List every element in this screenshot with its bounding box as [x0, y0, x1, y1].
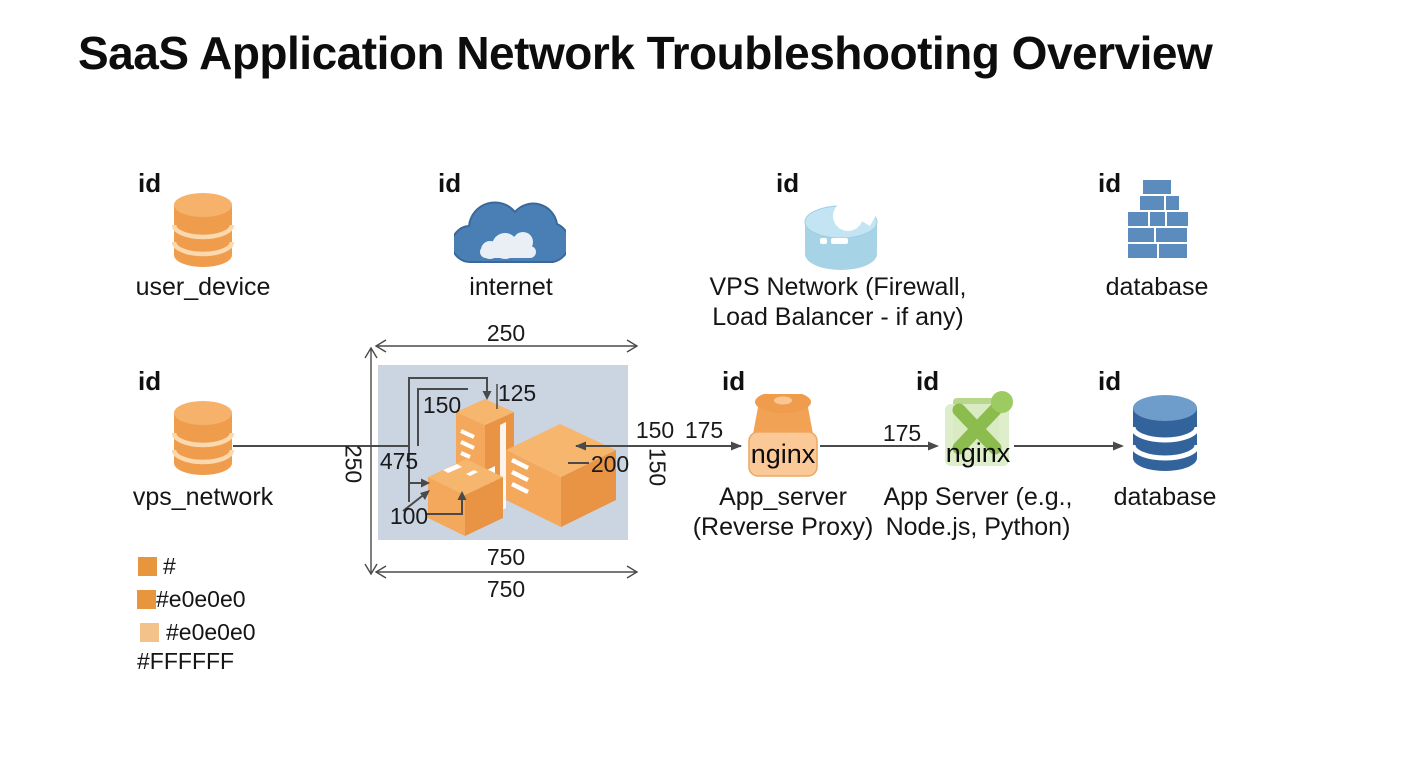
- dim-inner-125: 125: [497, 380, 537, 406]
- app-server2-label-line2: Node.js, Python): [885, 513, 1071, 541]
- legend-label-1: #: [163, 553, 176, 579]
- database-bottom-label: database: [1113, 483, 1217, 511]
- legend-label-3: #e0e0e0: [166, 619, 256, 645]
- id-label-user-device: id: [138, 168, 162, 198]
- user-device-label: user_device: [135, 273, 271, 301]
- nginx-text-1: nginx: [750, 439, 816, 469]
- dim-right-175: 175: [684, 417, 724, 443]
- dim-right-150-h: 150: [635, 417, 675, 443]
- brick-database-icon: [1128, 180, 1188, 258]
- vps-network-database-icon: [172, 401, 234, 475]
- dim-panel-top: 250: [486, 320, 526, 346]
- app-server2-label-line1: App Server (e.g.,: [883, 483, 1073, 511]
- page-title: SaaS Application Network Troubleshooting…: [78, 27, 1213, 79]
- id-label-internet: id: [438, 168, 462, 198]
- arrowheads: [420, 391, 1124, 500]
- id-label-vps-box: id: [776, 168, 800, 198]
- legend-swatch-1: [138, 557, 157, 576]
- vps-firewall-icon: [804, 198, 880, 270]
- vps-network-label: vps_network: [132, 483, 274, 511]
- dim-inner-100: 100: [389, 503, 429, 529]
- user-device-database-icon: [172, 193, 234, 267]
- dim-panel-bottom2: 750: [486, 576, 526, 602]
- dimension-lines: [364, 339, 639, 579]
- database-top-label: database: [1105, 273, 1209, 301]
- vps-box-label-line1: VPS Network (Firewall,: [709, 273, 967, 301]
- vps-box-label-line2: Load Balancer - if any): [712, 303, 964, 331]
- app-server1-label-line2: (Reverse Proxy): [692, 513, 874, 541]
- dim-mid-175: 175: [882, 420, 922, 446]
- legend-label-4: #FFFFFF: [137, 648, 235, 674]
- dim-inner-475: 475: [379, 448, 419, 474]
- dim-panel-left: 250: [340, 444, 367, 484]
- nginx-text-2: nginx: [945, 438, 1011, 468]
- legend-swatch-2: [137, 590, 156, 609]
- dim-inner-200: 200: [590, 451, 630, 477]
- legend-swatch-3: [140, 623, 159, 642]
- internet-label: internet: [469, 273, 553, 301]
- app-server1-label-line1: App_server: [719, 483, 847, 511]
- server-box-small: [428, 459, 503, 536]
- internet-cloud-icon: [454, 201, 566, 264]
- database-cylinder-icon: [1130, 395, 1200, 471]
- id-label-database-top: id: [1098, 168, 1122, 198]
- nginx-jar-icon: [748, 394, 818, 477]
- diagram-lines: [233, 377, 1122, 515]
- id-label-database-bottom: id: [1098, 366, 1122, 396]
- legend-label-2: #e0e0e0: [156, 586, 246, 612]
- id-label-app-server1: id: [722, 366, 746, 396]
- node-app-icon: [945, 391, 1013, 466]
- dim-panel-bottom: 750: [486, 544, 526, 570]
- dim-inner-150: 150: [422, 392, 462, 418]
- id-label-vps-network: id: [138, 366, 162, 396]
- id-label-app-server2: id: [916, 366, 940, 396]
- dim-right-150-v: 150: [644, 447, 671, 487]
